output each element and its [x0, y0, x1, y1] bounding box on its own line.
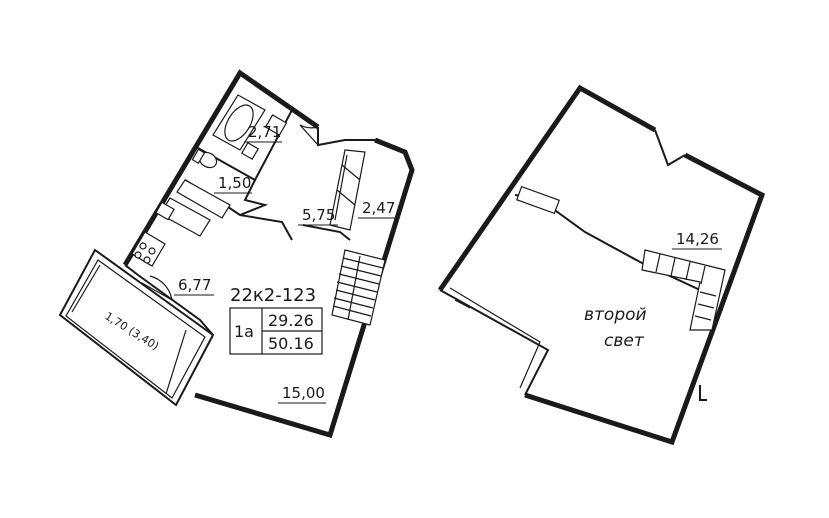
- living-area-value: 29.26: [268, 311, 314, 330]
- storage-closet: [329, 149, 366, 231]
- bathroom-area: 2,71: [248, 123, 281, 141]
- apartment-type: 1а: [234, 322, 254, 341]
- balcony-area: 1,70 (3,40): [102, 310, 161, 353]
- wc-area: 1,50: [218, 174, 251, 192]
- level-1-entry-wall: [317, 127, 375, 147]
- level-2-bay: [439, 287, 550, 396]
- apartment-code: 22к2-123: [230, 285, 316, 306]
- level-1-outer-wall-right: [194, 137, 415, 439]
- storage-area: 2,47: [362, 199, 395, 217]
- level-2-notch: [654, 129, 686, 167]
- staircase-icon: [331, 249, 386, 326]
- hall-partition: [239, 214, 293, 241]
- level-2-tab: [699, 385, 707, 401]
- level-1-outer-wall: [122, 69, 320, 267]
- entry-door-swing: [299, 124, 319, 146]
- area-table: 1а 29.26 50.16: [229, 307, 323, 355]
- level-1-plan: 2,71 1,50 5,75 2,47 6,77 15,00 1,70 (3,4…: [58, 69, 415, 439]
- balcony-door-swing: [141, 275, 173, 302]
- storage-partition: [302, 224, 351, 241]
- level-2-staircase-icon: [641, 249, 726, 331]
- living-area: 15,00: [282, 384, 325, 402]
- kitchen-window: [124, 264, 214, 336]
- level-2-outer-wall: [437, 84, 657, 292]
- hall-area: 5,75: [302, 206, 335, 224]
- level-2-plan: 14,26 второй свет: [437, 84, 766, 446]
- kitchen-area: 6,77: [178, 276, 211, 294]
- double-height-label-1: второй: [584, 305, 647, 325]
- balcony: [58, 248, 215, 407]
- double-height-label-2: свет: [604, 331, 645, 351]
- total-area-value: 50.16: [268, 334, 314, 353]
- kitchen-counter: [131, 179, 231, 267]
- level-2-outer-wall-right: [524, 152, 766, 446]
- bathtub-icon: [212, 94, 266, 151]
- toilet-icon: [191, 148, 218, 169]
- sink-icon: [240, 114, 288, 161]
- level-2-room-area: 14,26: [676, 230, 719, 248]
